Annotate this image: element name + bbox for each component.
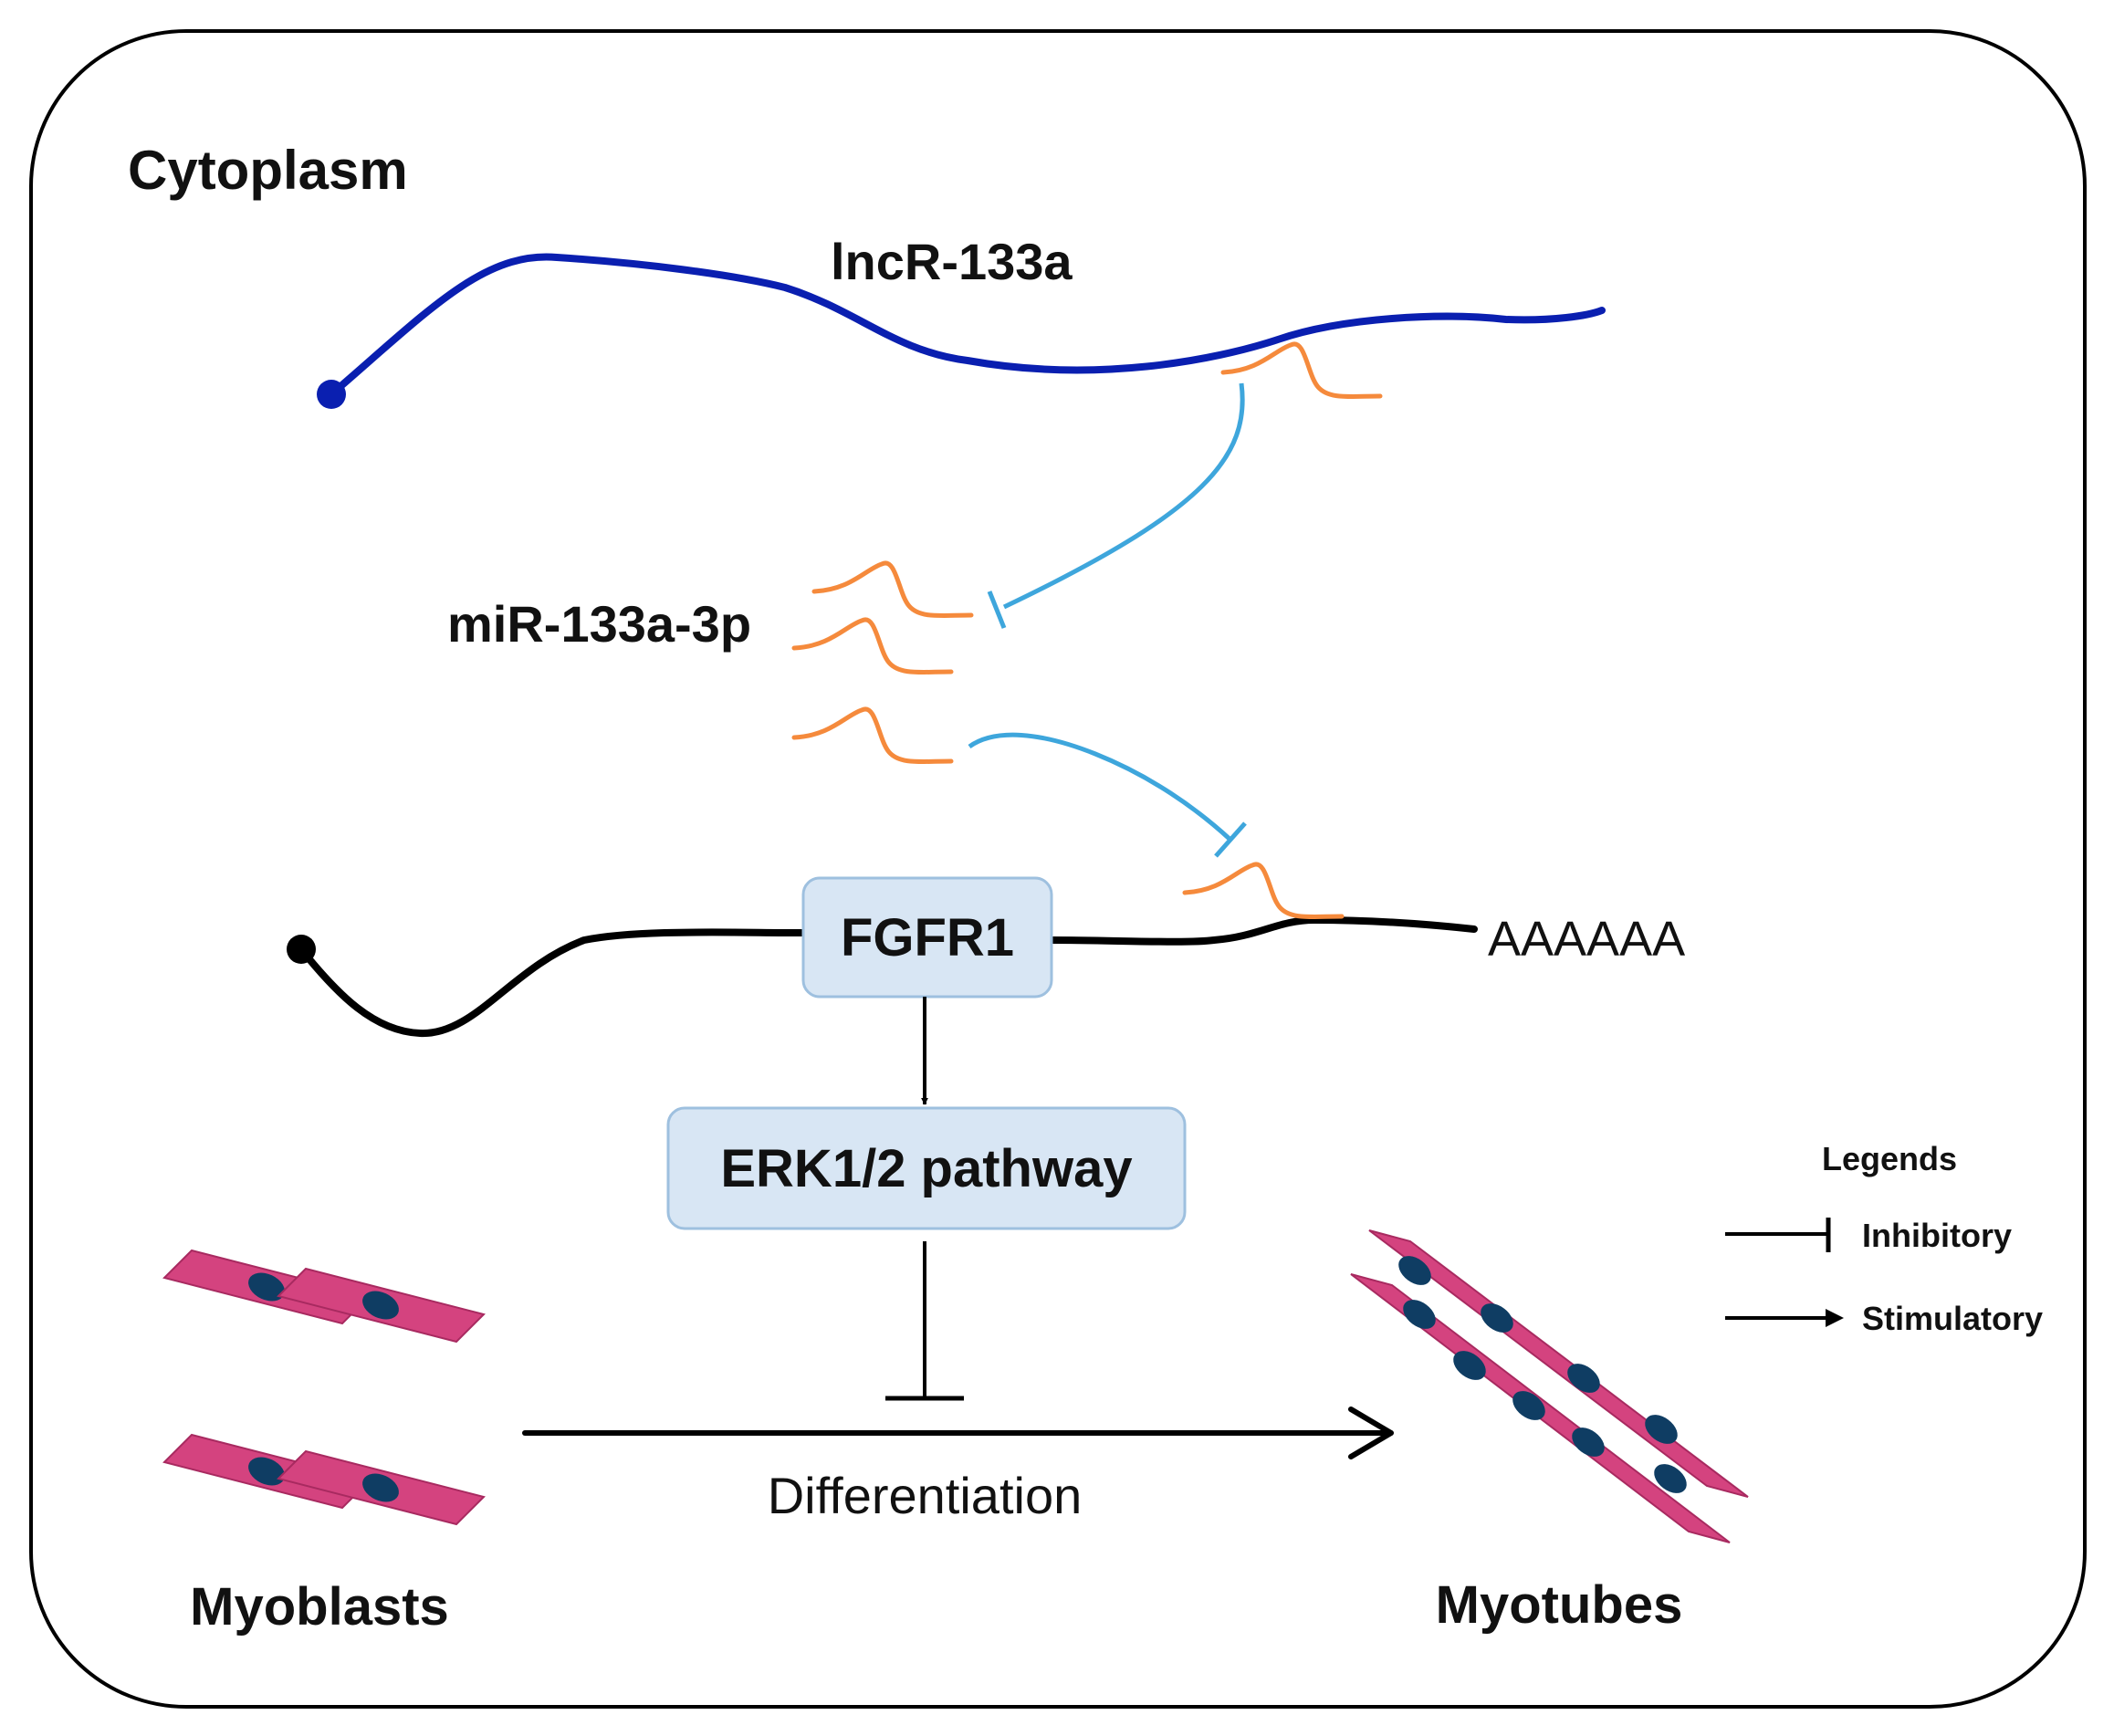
inhibition-mirna-to-fgfr1: [968, 732, 1232, 842]
compartment-label: Cytoplasm: [128, 140, 408, 201]
mirna-free-2: [794, 620, 951, 673]
inhibition-lncrna-to-mirna: [1002, 382, 1245, 610]
mrna-strand-right: [1048, 915, 1478, 946]
erk-pathway-label: ERK1/2 pathway: [720, 1139, 1132, 1198]
inhibition-bar-upper: [987, 591, 1007, 629]
mrna-cap: [287, 935, 316, 964]
myotube-cells: [1350, 1229, 1749, 1543]
legend-stimulatory-label: Stimulatory: [1862, 1300, 2043, 1337]
lncrna-strand: [328, 253, 1606, 398]
legend-inhibitory-label: Inhibitory: [1862, 1217, 2012, 1254]
mirna-bound-mrna: [1185, 864, 1342, 917]
erk-pathway-box: [666, 1106, 1187, 1230]
mrna-strand-left: [298, 928, 807, 1038]
mirna-free-1: [814, 563, 971, 616]
lncrna-cap: [317, 380, 346, 409]
myotubes-label: Myotubes: [1436, 1575, 1683, 1635]
inhibition-bar-lower: [1214, 821, 1247, 858]
differentiation-label: Differentiation: [768, 1467, 1083, 1524]
mirna-label: miR-133a-3p: [447, 595, 751, 653]
legend-stimulatory-arrowhead: [1826, 1309, 1844, 1327]
differentiation-arrowhead: [1348, 1407, 1394, 1459]
myoblast-cells: [163, 1250, 485, 1525]
legend: Legends Inhibitory Stimulatory: [1725, 1140, 2043, 1337]
myoblasts-label: Myoblasts: [190, 1577, 449, 1637]
legend-title: Legends: [1822, 1140, 1957, 1177]
fgfr1-label: FGFR1: [841, 908, 1014, 967]
cell-boundary: [29, 29, 2087, 1709]
myotube-nuclei: [1398, 1256, 1687, 1493]
polya-tail: AAAAAA: [1488, 912, 1685, 967]
fgfr1-box: [801, 876, 1053, 999]
lncrna-label: lncR-133a: [831, 233, 1073, 290]
mirna-free-3: [794, 709, 951, 762]
